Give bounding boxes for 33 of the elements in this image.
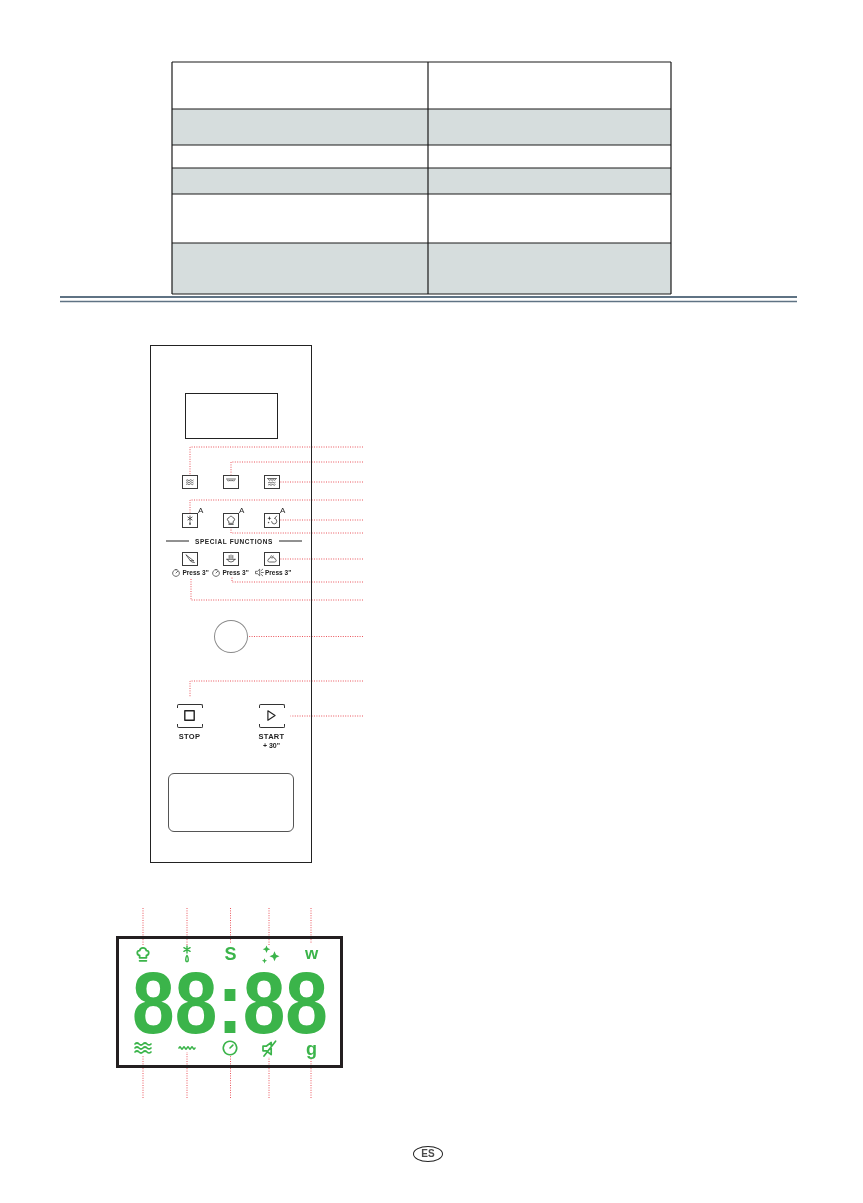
leader-line — [230, 907, 231, 945]
leader-line — [310, 1058, 312, 1099]
leader-line — [268, 907, 270, 946]
lcd-display — [116, 936, 343, 1068]
leader-line — [279, 558, 364, 560]
leader-line — [186, 1051, 188, 1099]
leader-line — [189, 680, 364, 698]
leader-line — [279, 481, 364, 483]
display-window — [184, 392, 278, 439]
rounded-window — [167, 772, 294, 832]
indicator-letter: g — [305, 1039, 318, 1059]
leader-line — [290, 715, 364, 717]
control-panel — [150, 345, 312, 863]
leader-line — [189, 446, 364, 475]
leader-line — [186, 907, 188, 946]
leader-line — [230, 527, 364, 534]
superscript-letter: A — [198, 505, 204, 515]
leader-line — [231, 577, 364, 583]
leader-line — [268, 1056, 270, 1099]
leader-line — [230, 1055, 231, 1099]
leader-line — [142, 907, 144, 947]
leader-line — [142, 1054, 144, 1099]
leader-line — [230, 461, 364, 475]
leader-line — [310, 907, 312, 945]
leader-line — [189, 499, 364, 513]
superscript-letter: A — [280, 505, 286, 515]
leader-line — [190, 577, 364, 601]
superscript-letter: A — [239, 505, 245, 515]
indicator-letter: w — [303, 944, 320, 964]
leader-line — [247, 636, 364, 637]
leader-line — [279, 519, 364, 521]
digit-readout: 88:88 — [131, 970, 328, 1036]
indicator-letter: S — [223, 944, 238, 964]
